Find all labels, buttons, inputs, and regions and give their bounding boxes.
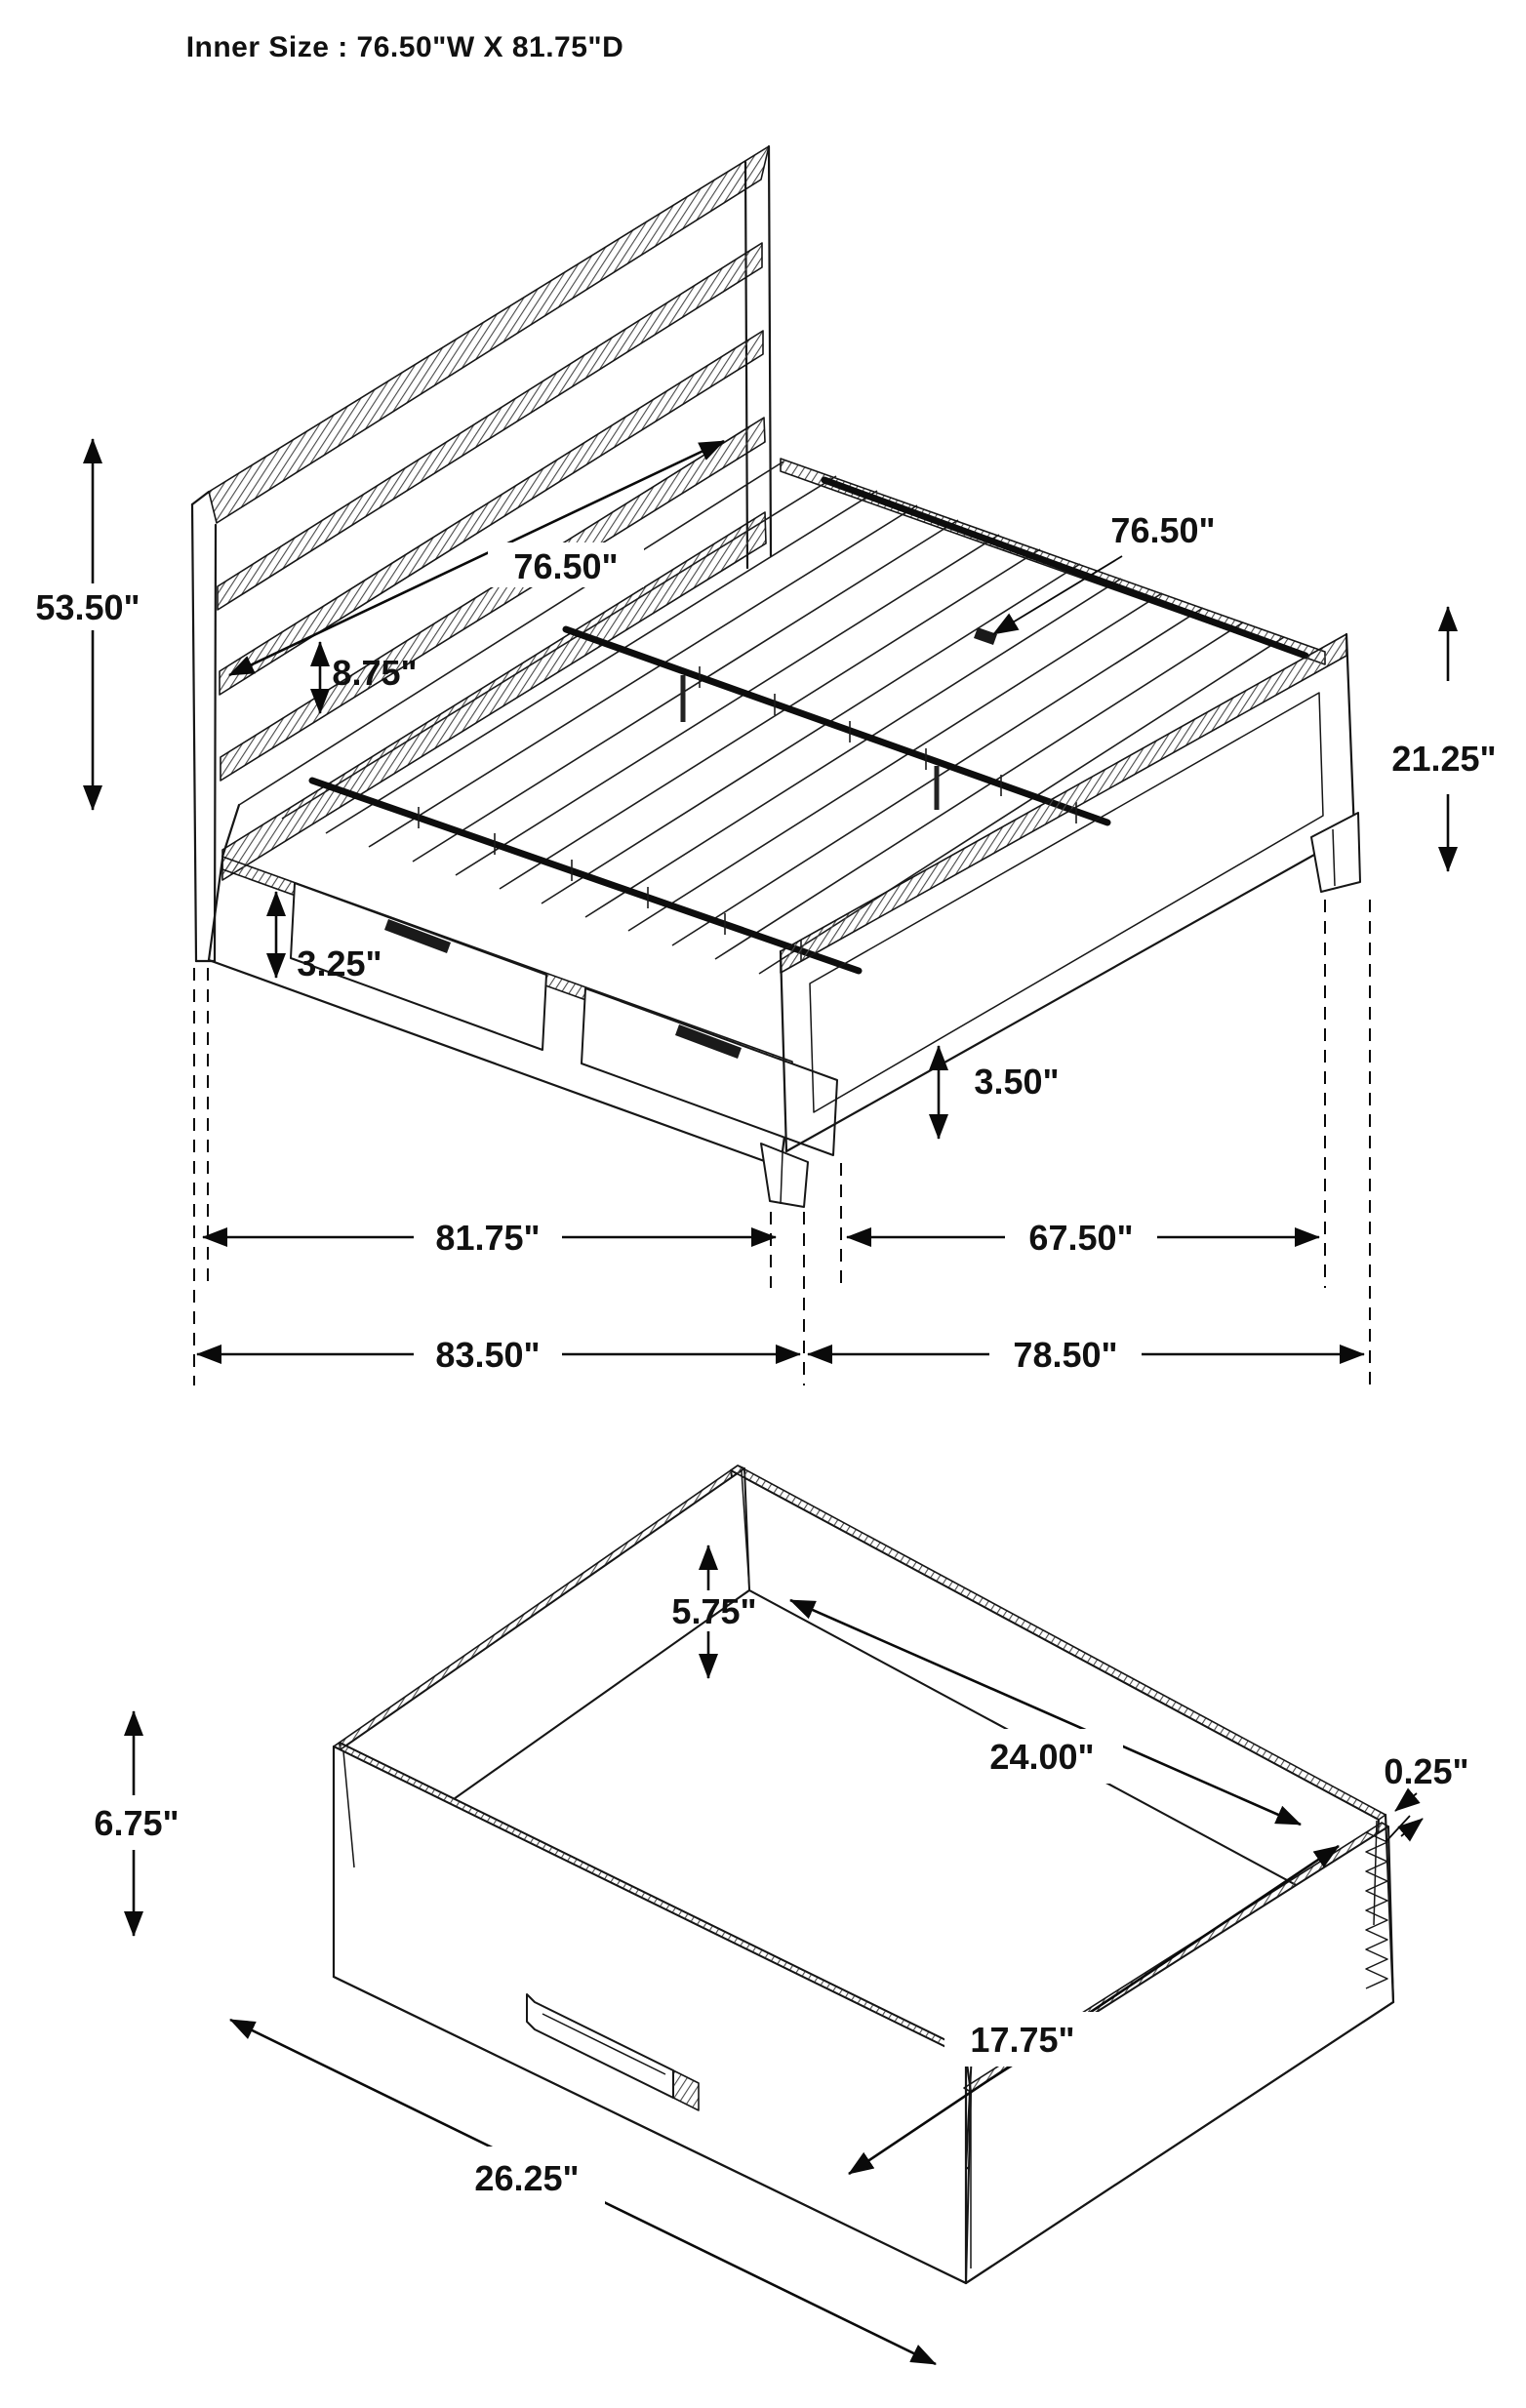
svg-text:26.25": 26.25" <box>474 2158 579 2198</box>
footboard-rear-leg <box>1310 812 1361 893</box>
dim-headboard-height: 53.50" <box>35 438 141 811</box>
svg-text:76.50": 76.50" <box>513 546 618 586</box>
support-runner-left <box>308 777 863 975</box>
footboard-front-leg <box>760 1143 809 1208</box>
svg-text:3.25": 3.25" <box>297 943 382 983</box>
side-rail <box>207 857 838 1169</box>
svg-text:21.25": 21.25" <box>1391 739 1496 779</box>
dim-overall-depth: 83.50" <box>196 1335 801 1375</box>
dovetail-joints <box>1365 1831 1388 1989</box>
storage-drawer-1 <box>290 882 547 1051</box>
svg-text:17.75": 17.75" <box>970 2020 1074 2060</box>
dim-inner-depth: 81.75" <box>202 1218 777 1258</box>
drawer-2-handle <box>675 1024 742 1059</box>
svg-text:0.25": 0.25" <box>1384 1751 1468 1791</box>
support-runner-right <box>821 476 1309 660</box>
svg-text:53.50": 53.50" <box>35 587 140 627</box>
svg-text:67.50": 67.50" <box>1028 1218 1133 1258</box>
svg-text:83.50": 83.50" <box>435 1335 540 1375</box>
svg-text:78.50": 78.50" <box>1013 1335 1117 1375</box>
dim-slat-width-callout: 76.50" <box>992 510 1216 635</box>
dim-headboard-above-slats: 8.75" <box>310 641 418 714</box>
dim-drawer-front-height: 6.75" <box>94 1710 180 1937</box>
diagram-title: Inner Size : 76.50"W X 81.75"D <box>186 31 624 63</box>
dim-footboard-height: 21.25" <box>1391 606 1497 872</box>
svg-text:6.75": 6.75" <box>94 1803 179 1843</box>
svg-text:76.50": 76.50" <box>1110 510 1215 550</box>
dim-drawer-inner-wall-height: 5.75" <box>671 1545 757 1679</box>
dim-overall-width: 78.50" <box>807 1335 1365 1375</box>
slat-bracket <box>974 627 997 645</box>
slat-connector-ticks <box>418 666 1077 961</box>
svg-text:3.50": 3.50" <box>974 1062 1059 1102</box>
dim-footboard-clearance: 3.50" <box>929 1045 1060 1140</box>
svg-text:8.75": 8.75" <box>332 653 417 693</box>
drawer-diagram: 6.75" 5.75" 24.00" 0.25" 17.75" 26.25" <box>94 1465 1469 2366</box>
storage-drawer-2 <box>581 987 838 1156</box>
dim-drawer-inner-width: 24.00" <box>789 1598 1302 1826</box>
dim-drawer-wall-thickness: 0.25" <box>1384 1751 1469 1843</box>
dim-drawer-face-height: 3.25" <box>266 891 382 983</box>
svg-text:24.00": 24.00" <box>989 1737 1094 1777</box>
dim-headboard-width: 76.50" <box>228 439 725 677</box>
dim-drawer-front-width: 26.25" <box>229 2018 937 2366</box>
footboard <box>760 632 1361 1208</box>
svg-text:81.75": 81.75" <box>435 1218 540 1258</box>
drawer-1-handle <box>384 919 451 953</box>
bed-diagram: 53.50" 76.50" 8.75" 76.50" 21.25" 3.25" … <box>35 144 1497 1385</box>
dim-footboard-side-span: 67.50" <box>846 1218 1320 1258</box>
support-runner-center <box>562 625 1111 826</box>
svg-text:5.75": 5.75" <box>671 1591 756 1631</box>
